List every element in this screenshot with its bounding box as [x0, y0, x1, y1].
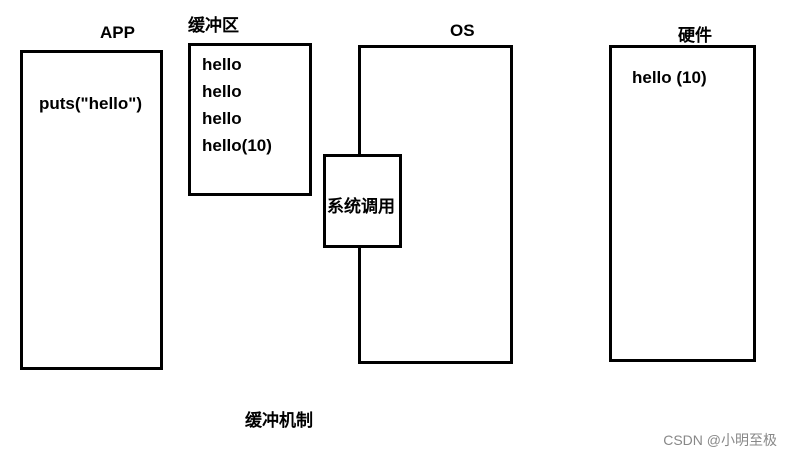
buffer-line: hello	[202, 82, 242, 101]
buffer-line: hello	[202, 109, 242, 128]
buffer-line: hello	[202, 55, 242, 74]
buffer-label: 缓冲区	[188, 16, 239, 35]
app-label: APP	[100, 23, 135, 42]
buffer-line: hello(10)	[202, 136, 272, 155]
hardware-label: 硬件	[678, 26, 712, 45]
watermark: CSDN @小明至极	[663, 432, 777, 448]
buffer-box	[188, 43, 312, 196]
app-box	[20, 50, 163, 370]
syscall-label: 系统调用	[327, 197, 395, 216]
os-label: OS	[450, 21, 475, 40]
mechanism-caption: 缓冲机制	[245, 411, 313, 430]
hardware-box	[609, 45, 756, 362]
hardware-text: hello (10)	[632, 68, 707, 87]
syscall-box	[323, 154, 402, 248]
app-code-text: puts("hello")	[39, 94, 142, 113]
